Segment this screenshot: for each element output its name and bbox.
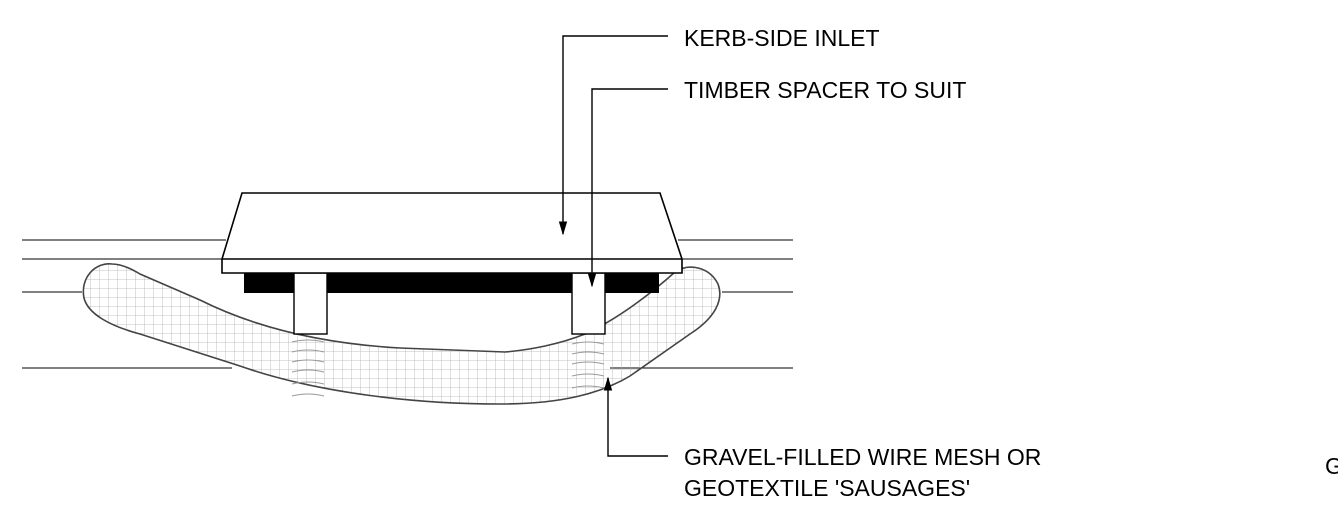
label-sausage-line1: GRAVEL-FILLED WIRE MESH OR (684, 444, 1041, 470)
timber-spacer-right (571, 272, 606, 335)
leader-inlet (558, 35, 668, 236)
gravel-sausage (82, 263, 721, 405)
label-edge-fragment: G (1325, 453, 1338, 479)
leader-spacer (587, 88, 668, 288)
timber-spacer-left (293, 272, 328, 335)
sausage-ties (291, 339, 605, 397)
kerb-lines (22, 239, 793, 369)
label-kerb-side-inlet: KERB-SIDE INLET (684, 25, 880, 51)
label-timber-spacer: TIMBER SPACER TO SUIT (684, 77, 966, 103)
label-sausage-line2: GEOTEXTILE 'SAUSAGES' (684, 475, 970, 501)
kerb-side-inlet (221, 192, 683, 274)
leader-sausage (603, 376, 668, 457)
inlet-base (244, 273, 659, 293)
